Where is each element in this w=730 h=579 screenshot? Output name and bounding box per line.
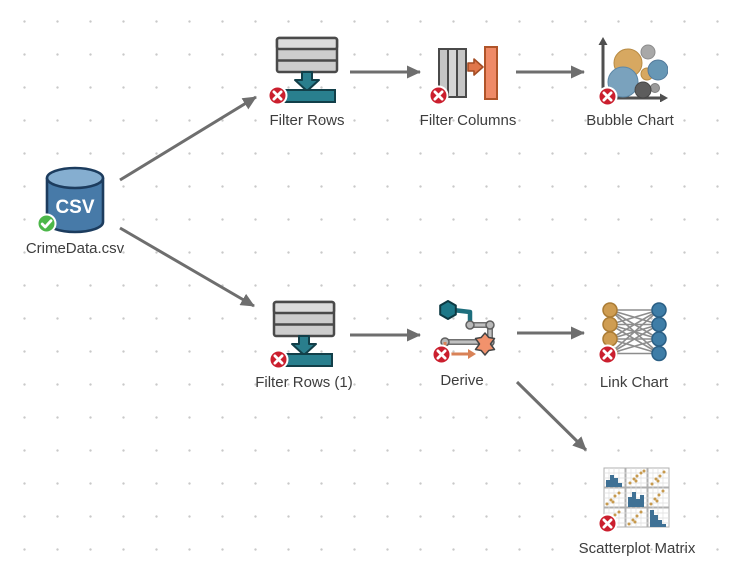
error-badge-icon bbox=[268, 349, 289, 370]
success-badge-icon bbox=[36, 213, 57, 234]
edge-derive-to-scatterplot-matrix[interactable] bbox=[515, 380, 588, 452]
node-label: CrimeData.csv bbox=[25, 240, 125, 257]
node-scatterplot-matrix[interactable]: Scatterplot Matrix bbox=[572, 464, 702, 558]
node-filter-rows[interactable]: Filter Rows bbox=[247, 34, 367, 130]
node-link-chart[interactable]: Link Chart bbox=[574, 298, 694, 392]
scatterplot-matrix-icon[interactable] bbox=[603, 466, 671, 530]
error-badge-icon bbox=[597, 344, 618, 365]
filter-rows-icon[interactable] bbox=[272, 298, 336, 368]
link-chart-icon[interactable] bbox=[601, 300, 667, 362]
error-badge-icon bbox=[597, 86, 618, 107]
csv-icon-text: CSV bbox=[55, 197, 94, 218]
error-badge-icon bbox=[597, 513, 618, 534]
csv-database-icon[interactable]: CSV bbox=[44, 166, 106, 236]
node-label: Derive bbox=[440, 372, 484, 389]
node-crimedata-csv[interactable]: CSV CrimeData.csv bbox=[15, 166, 135, 258]
node-bubble-chart[interactable]: Bubble Chart bbox=[570, 36, 690, 130]
error-badge-icon bbox=[431, 344, 452, 365]
derive-icon[interactable] bbox=[427, 300, 497, 364]
node-filter-columns[interactable]: Filter Columns bbox=[408, 40, 528, 130]
error-badge-icon bbox=[267, 85, 288, 106]
edge-csv-to-filter-rows[interactable] bbox=[119, 95, 257, 182]
error-badge-icon bbox=[428, 85, 449, 106]
node-derive[interactable]: Derive bbox=[402, 298, 522, 390]
node-label: Filter Columns bbox=[419, 112, 517, 129]
node-label: Scatterplot Matrix bbox=[578, 540, 696, 557]
node-filter-rows-1[interactable]: Filter Rows (1) bbox=[244, 298, 364, 392]
node-label: Link Chart bbox=[599, 374, 669, 391]
bubble-chart-icon[interactable] bbox=[592, 36, 668, 102]
node-label: Filter Rows (1) bbox=[255, 374, 353, 391]
node-label: Filter Rows bbox=[269, 112, 345, 129]
edge-csv-to-filter-rows-1[interactable] bbox=[119, 226, 255, 308]
node-label: Bubble Chart bbox=[586, 112, 674, 129]
